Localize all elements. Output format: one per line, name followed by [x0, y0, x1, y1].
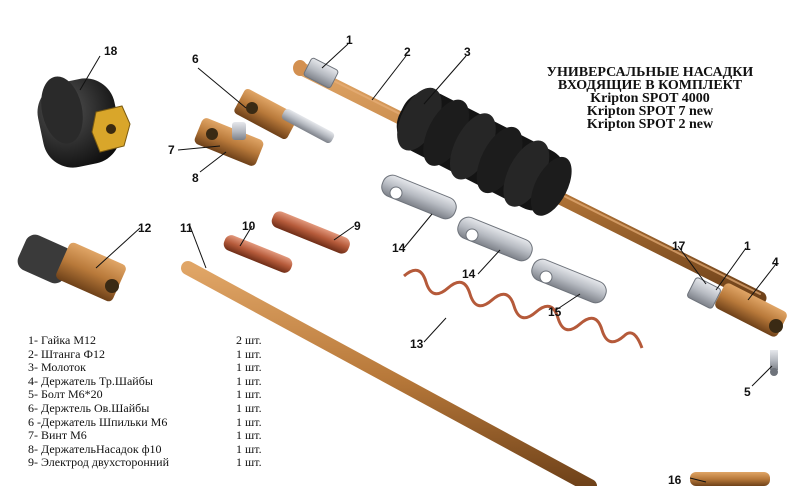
parts-row: 3- Молоток 1 шт.	[28, 361, 288, 375]
part-qty: 1 шт.	[236, 360, 262, 375]
parts-row: 6- Держтель Ов.Шайбы 1 шт.	[28, 400, 288, 416]
part-qty: 1 шт.	[236, 373, 262, 388]
part-qty: 1 шт.	[236, 441, 262, 456]
part-name: 6- Держтель Ов.Шайбы	[28, 400, 150, 415]
callout-6-top: 6	[192, 52, 199, 66]
callout-1-bottom: 1	[744, 239, 751, 253]
part-qty: 2 шт.	[236, 333, 262, 347]
callout-1-top: 1	[346, 33, 353, 47]
part-18-rubber-cap	[37, 76, 131, 168]
part-13-spring	[403, 268, 644, 349]
part-14-washer-a	[381, 174, 457, 220]
part-name: 8- ДержательНасадок ф10	[28, 441, 162, 456]
part-name: 9- Электрод двухсторонний	[28, 455, 170, 470]
callout-12: 12	[138, 221, 152, 235]
part-name: 4- Держатель Тр.Шайбы	[28, 373, 153, 388]
parts-row: 7- Винт М6 1 шт.	[28, 429, 288, 443]
part-10-electrode	[223, 235, 293, 273]
parts-row: 4- Держатель Тр.Шайбы 1 шт.	[28, 373, 288, 389]
parts-row: 5- Болт М6*20 1 шт.	[28, 388, 288, 402]
part-11-long-rod	[181, 261, 597, 486]
callout-8: 8	[192, 171, 199, 185]
leader-lines	[79, 43, 777, 483]
parts-row: 1- Гайка М12 2 шт.	[28, 333, 288, 348]
part-6-oval-washer-holder	[234, 88, 335, 144]
part-9-double-electrode	[271, 211, 350, 254]
title-line-1: УНИВЕРСАЛЬНЫЕ НАСАДКИ	[546, 65, 754, 80]
title-line-5: Kripton SPOT 2 new	[586, 117, 714, 132]
parts-row: 9- Электрод двухсторонний 1 шт.	[28, 456, 288, 470]
part-14-washer-b	[457, 216, 533, 262]
part-name: 7- Винт М6	[28, 428, 87, 443]
part-8-nozzle-holder	[194, 118, 264, 166]
callout-15: 15	[548, 305, 562, 319]
callout-4: 4	[772, 255, 779, 269]
part-3-slide-hammer	[396, 87, 572, 216]
part-qty: 1 шт.	[236, 414, 262, 429]
callout-11: 11	[180, 221, 193, 235]
part-qty: 1 шт.	[236, 455, 262, 470]
callout-17: 17	[672, 239, 686, 253]
part-qty: 1 шт.	[236, 428, 262, 443]
part-name: 2- Штанга Ф12	[28, 346, 105, 361]
callout-5: 5	[744, 385, 751, 399]
callout-14-a: 14	[392, 241, 406, 255]
part-name: 5- Болт М6*20	[28, 387, 103, 402]
parts-list: 1- Гайка М12 2 шт. 2- Штанга Ф12 1 шт. 3- …	[28, 333, 288, 470]
diagram-title: УНИВЕРСАЛЬНЫЕ НАСАДКИ ВХОДЯЩИЕ В КОМПЛЕК…	[510, 65, 790, 132]
part-name: 1- Гайка М12	[28, 333, 97, 347]
part-qty: 1 шт.	[236, 346, 262, 361]
callout-14-b: 14	[462, 267, 476, 281]
part-15-washer	[531, 258, 607, 304]
callout-13: 13	[410, 337, 424, 351]
part-name: 6 -Держатель Шпильки М6	[28, 414, 168, 429]
parts-row: 2- Штанга Ф12 1 шт.	[28, 346, 288, 362]
callout-9: 9	[354, 219, 361, 233]
callout-3: 3	[464, 45, 471, 59]
callout-2: 2	[404, 45, 411, 59]
callout-10: 10	[242, 219, 256, 233]
part-12-connector	[17, 234, 126, 302]
callout-labels: 18 6 7 8 1 2 3 12 11 10 9 14 14 15 13 17…	[104, 33, 779, 486]
title-line-4: Kripton SPOT 7 new	[586, 104, 714, 119]
part-16-partial	[690, 472, 770, 486]
parts-row: 6 -Держатель Шпильки М6 1 шт.	[28, 414, 288, 430]
part-name: 3- Молоток	[28, 360, 86, 375]
part-qty: 1 шт.	[236, 400, 262, 415]
parts-row: 8- ДержательНасадок ф10 1 шт.	[28, 441, 288, 457]
part-4-washer-holder	[687, 277, 787, 376]
callout-18: 18	[104, 44, 118, 58]
callout-16: 16	[668, 473, 682, 486]
title-line-2: ВХОДЯЩИЕ В КОМПЛЕКТ	[557, 78, 743, 93]
callout-7: 7	[168, 143, 175, 157]
part-qty: 1 шт.	[236, 387, 262, 402]
title-line-3: Kripton SPOT 4000	[590, 91, 710, 106]
